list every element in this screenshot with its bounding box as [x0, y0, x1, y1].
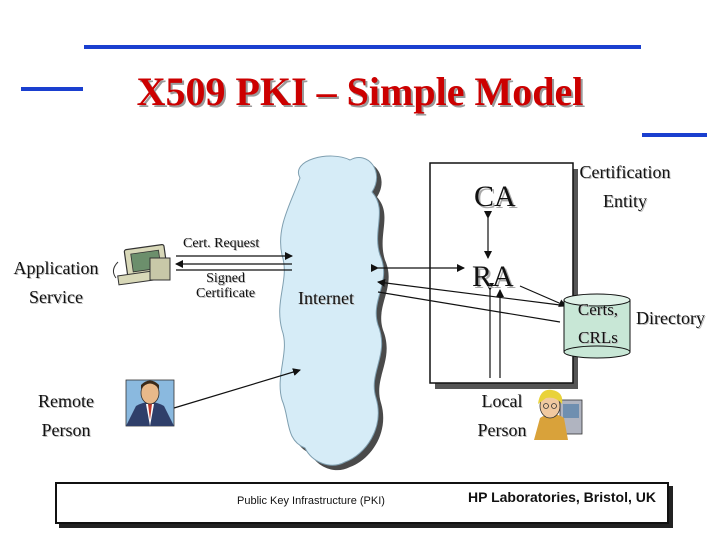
ra-directory-arrow: [519, 285, 567, 307]
left-rule: [21, 87, 83, 91]
directory-label: Directory: [636, 308, 705, 328]
footer-bar: [55, 482, 669, 524]
directory-internet-line: [377, 291, 561, 323]
top-rule: [84, 45, 641, 49]
local-person-icon: [534, 389, 583, 440]
directory-internet-arrow: [377, 278, 561, 306]
footer-right-text: HP Laboratories, Bristol, UK: [468, 489, 657, 505]
ca-label: CA: [474, 180, 516, 213]
slide-title: X509 PKI – Simple Model: [136, 69, 584, 114]
ra-label: RA: [472, 260, 514, 293]
remote-person-arrow: [166, 368, 301, 414]
certification-entity-box: [429, 162, 578, 389]
internet-label: Internet: [298, 288, 354, 308]
remote-person-icon: [125, 379, 175, 427]
cert-request-label: Cert. Request: [183, 236, 260, 251]
right-rule: [642, 133, 707, 137]
footer-center-text: Public Key Infrastructure (PKI): [237, 495, 385, 507]
internet-cloud: [279, 155, 389, 471]
certs-crls-label: Certs,CRLs: [577, 300, 619, 347]
computer-icon: [112, 244, 171, 286]
directory-database-icon: [563, 293, 631, 359]
